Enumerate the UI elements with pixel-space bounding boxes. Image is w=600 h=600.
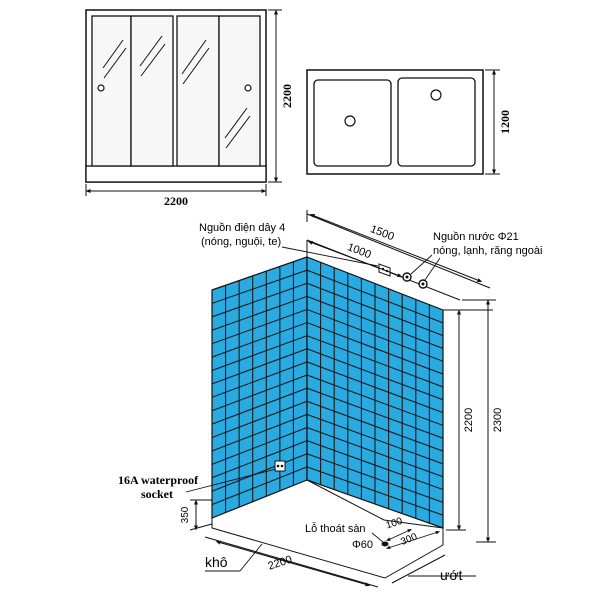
power-note-line2: (nóng, nguội, te)	[201, 236, 281, 248]
dim-100-label: 100	[385, 516, 405, 532]
front-width-label: 2200	[164, 194, 188, 208]
drain-diameter: Φ60	[352, 539, 373, 551]
top-depth-dimension: 1200	[485, 69, 512, 175]
floor-drain	[381, 541, 389, 547]
glass-panel	[218, 15, 261, 167]
water-leader	[410, 254, 433, 275]
left-tiled-wall	[211, 256, 308, 519]
water-leader	[424, 257, 441, 281]
front-width-dimension: 2200	[85, 184, 267, 208]
glass-panel	[176, 15, 220, 167]
dim-1000-label: 1000	[345, 241, 372, 261]
drain-leader	[371, 532, 384, 543]
glass-reflections	[102, 35, 251, 149]
isometric-view: 1500 1000 Nguồn điện dây 4 (nóng, nguội,…	[118, 210, 542, 588]
front-height-label: 2200	[280, 84, 294, 108]
glass-panels	[91, 15, 261, 167]
water-pipe-inlets	[402, 272, 428, 289]
power-leader	[281, 246, 379, 267]
water-note-line2: nóng, lạnh, răng ngoài	[433, 245, 542, 257]
drain-label: Lỗ thoát sàn	[305, 522, 366, 535]
water-note-line1: Nguồn nước Φ21	[433, 231, 519, 243]
glass-panel	[130, 15, 174, 167]
socket-label-line2: socket	[141, 487, 173, 501]
waterproof-socket	[274, 460, 286, 472]
dim-2300-height-label: 2300	[492, 408, 504, 432]
top-tray-right	[397, 77, 476, 167]
dim-350-label: 350	[180, 506, 191, 523]
front-height-dimension: 2200	[268, 9, 294, 183]
drain-circle-left	[344, 115, 356, 127]
socket-leader	[185, 468, 277, 493]
dim-300-line	[385, 530, 441, 550]
top-view: 1200	[306, 69, 512, 175]
socket-label-line1: 16A waterproof	[118, 473, 199, 487]
door-handle	[97, 84, 105, 92]
right-tiled-wall	[306, 256, 444, 529]
power-note-line1: Nguồn điện dây 4	[199, 222, 285, 234]
dim-2200-height-label: 2200	[463, 408, 475, 432]
dim-2200-floor-label: 2200	[267, 554, 294, 573]
dimension-2200-floor: 2200	[215, 540, 371, 587]
glass-panel	[91, 15, 132, 167]
dry-zone-label: khô	[205, 554, 228, 570]
front-view: 2200 2200	[85, 9, 294, 208]
drain-circle-right	[430, 89, 442, 101]
dimension-2200-height: 2200	[446, 309, 475, 531]
top-depth-label: 1200	[498, 110, 512, 134]
dimension-2300-height: 2300	[462, 299, 504, 543]
cabin-base	[85, 165, 267, 183]
dry-leader	[239, 543, 263, 572]
door-handle	[244, 84, 252, 92]
dimension-350: 350	[180, 499, 213, 531]
wet-zone-label: ướt	[440, 567, 463, 583]
